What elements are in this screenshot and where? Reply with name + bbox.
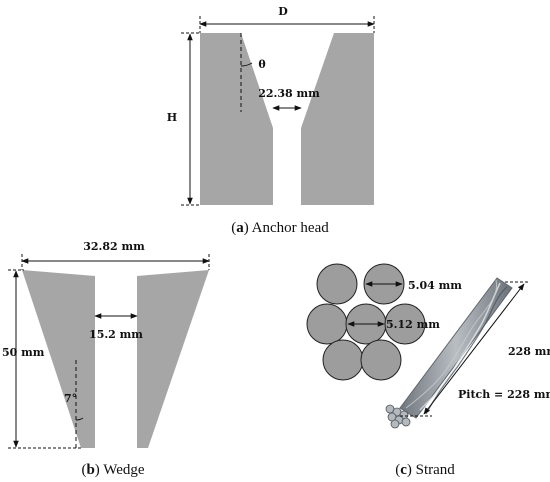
wire-middle-left (306, 303, 348, 345)
label-wedge-height: 50 mm (2, 346, 45, 359)
label-opening: 22.38 mm (258, 87, 320, 100)
panel-a-anchor-head: D H θ 22.38 mm (a) Anchor head (167, 5, 375, 236)
strand-length-line (423, 283, 525, 415)
wire-bottom-right (360, 339, 402, 381)
label-theta: θ (258, 58, 265, 71)
label-wire-outer: 5.04 mm (408, 279, 462, 292)
caption-b: (b) Wedge (81, 462, 144, 478)
anchor-head-right-body (301, 33, 374, 205)
caption-c: (c) Strand (395, 462, 455, 478)
anchor-head-left-body (200, 33, 273, 205)
wedge-right-half (137, 270, 209, 448)
label-wedge-angle: 7° (64, 392, 77, 405)
wire-bottom-left (322, 339, 364, 381)
caption-a: (a) Anchor head (231, 220, 329, 236)
label-strand-pitch: Pitch = 228 mm (458, 388, 550, 401)
panel-b-wedge: 32.82 mm 50 mm 15.2 mm 7° (b) Wedge (2, 240, 210, 478)
panel-c-strand: 5.04 mm 5.12 mm 228 mm Pitch = 228 mm (306, 263, 550, 478)
theta-arc (240, 62, 253, 67)
label-strand-length: 228 mm (508, 345, 550, 358)
label-D: D (278, 5, 288, 18)
wire-top-left (316, 263, 358, 305)
wedge-left-half (22, 270, 95, 448)
label-wedge-width: 32.82 mm (83, 240, 145, 253)
strand-end-wires (385, 404, 411, 429)
label-wedge-gap: 15.2 mm (89, 328, 143, 341)
label-wire-center: 5.12 mm (386, 318, 440, 331)
label-H: H (167, 111, 177, 124)
wedge-angle-arc (75, 417, 84, 421)
strand-3d-render (385, 277, 513, 429)
